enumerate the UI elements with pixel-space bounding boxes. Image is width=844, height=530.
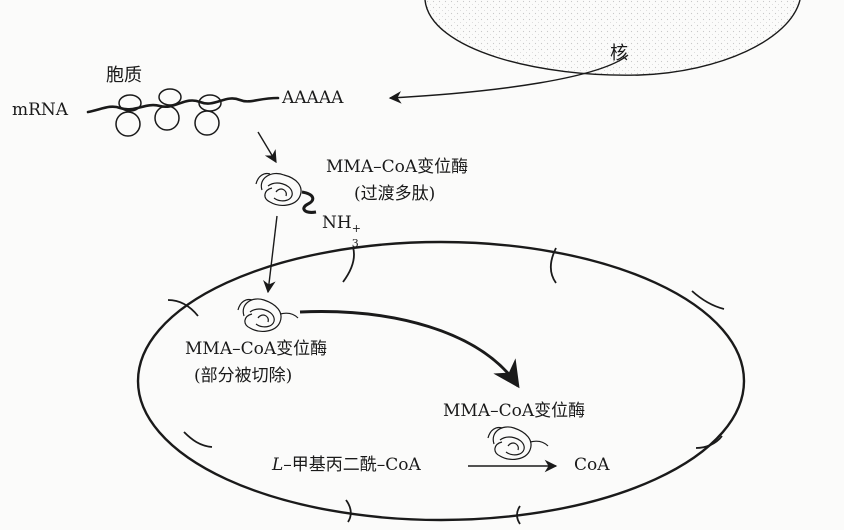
nucleus-envelope (424, 0, 801, 76)
mrna-label: mRNA (12, 100, 69, 120)
product-label: CoA (574, 455, 610, 475)
partial-cleaved-label: (部分被切除) (194, 366, 293, 386)
nh3-charge: + (351, 222, 361, 235)
nh3-subscript: 3 (351, 237, 359, 250)
translation-arrow (257, 131, 277, 164)
ribosome (115, 94, 142, 137)
transit-peptide (301, 190, 317, 214)
processed-protein (237, 298, 299, 332)
substrate-name: –甲基丙二酰–CoA (283, 455, 421, 475)
cytoplasm-label: 胞质 (106, 65, 142, 86)
transit-peptide-label: (过渡多肽) (354, 184, 436, 204)
precursor-protein (255, 172, 302, 206)
mitochondrion-membrane (136, 240, 746, 522)
nucleus-label: 核 (610, 43, 628, 64)
mature-enzyme-label: MMA–CoA变位酶 (443, 401, 586, 421)
ribosome (154, 88, 182, 131)
substrate-label: L–甲基丙二酰–CoA (272, 455, 421, 475)
import-arrow (263, 215, 278, 294)
export-arrow (388, 54, 629, 104)
mrna-strand (86, 96, 280, 114)
substrate-prefix: L (272, 455, 284, 475)
ribosome (194, 94, 222, 136)
partial-enzyme-label: MMA–CoA变位酶 (185, 339, 328, 359)
poly-a-label: AAAAA (282, 88, 344, 108)
precursor-enzyme-label: MMA–CoA变位酶 (326, 157, 469, 177)
nh3-label: NH+3 (322, 213, 361, 250)
maturation-arrow (299, 310, 520, 389)
cristae (167, 246, 725, 525)
mature-enzyme (487, 426, 549, 460)
nh3-text: NH (322, 213, 352, 233)
